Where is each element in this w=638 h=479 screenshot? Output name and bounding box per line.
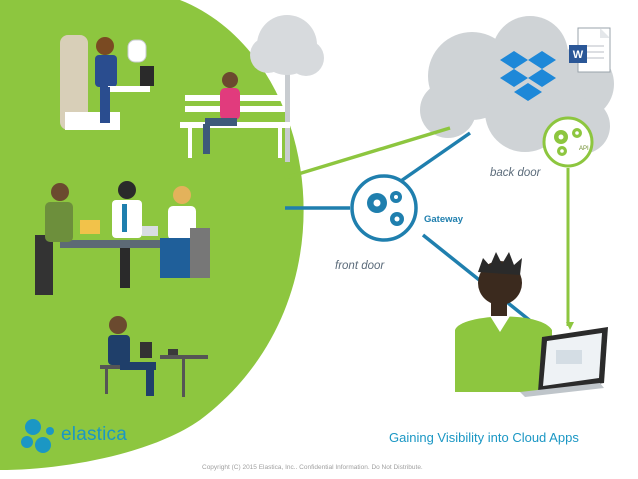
api-label: API xyxy=(579,146,589,152)
tagline: Gaining Visibility into Cloud Apps xyxy=(389,430,579,445)
svg-text:W: W xyxy=(573,49,584,61)
front-door-label: front door xyxy=(335,260,385,272)
cafe-person xyxy=(100,316,208,397)
gears-icon xyxy=(367,191,404,226)
tree-illustration xyxy=(250,15,324,162)
airplane-passenger xyxy=(60,35,154,130)
laptop-icon xyxy=(520,327,608,397)
gateway-label: Gateway xyxy=(424,214,464,225)
gateway-badge xyxy=(350,174,418,242)
brand-name: elastica xyxy=(61,424,128,445)
copyright-notice: Copyright (C) 2015 Elastica, Inc.. Confi… xyxy=(202,464,423,471)
gears-icon xyxy=(554,128,582,156)
back-door-line xyxy=(284,126,451,180)
elastica-logo-icon xyxy=(21,419,54,453)
laptop-user xyxy=(455,252,608,397)
dropbox-icon xyxy=(500,51,556,101)
meeting-group xyxy=(35,181,210,295)
api-gears-badge: API xyxy=(542,116,594,168)
park-bench-person xyxy=(180,72,290,158)
gateway-to-cloud-line xyxy=(397,131,471,185)
back-door-label: back door xyxy=(490,167,541,179)
word-document-icon: W xyxy=(569,27,611,73)
